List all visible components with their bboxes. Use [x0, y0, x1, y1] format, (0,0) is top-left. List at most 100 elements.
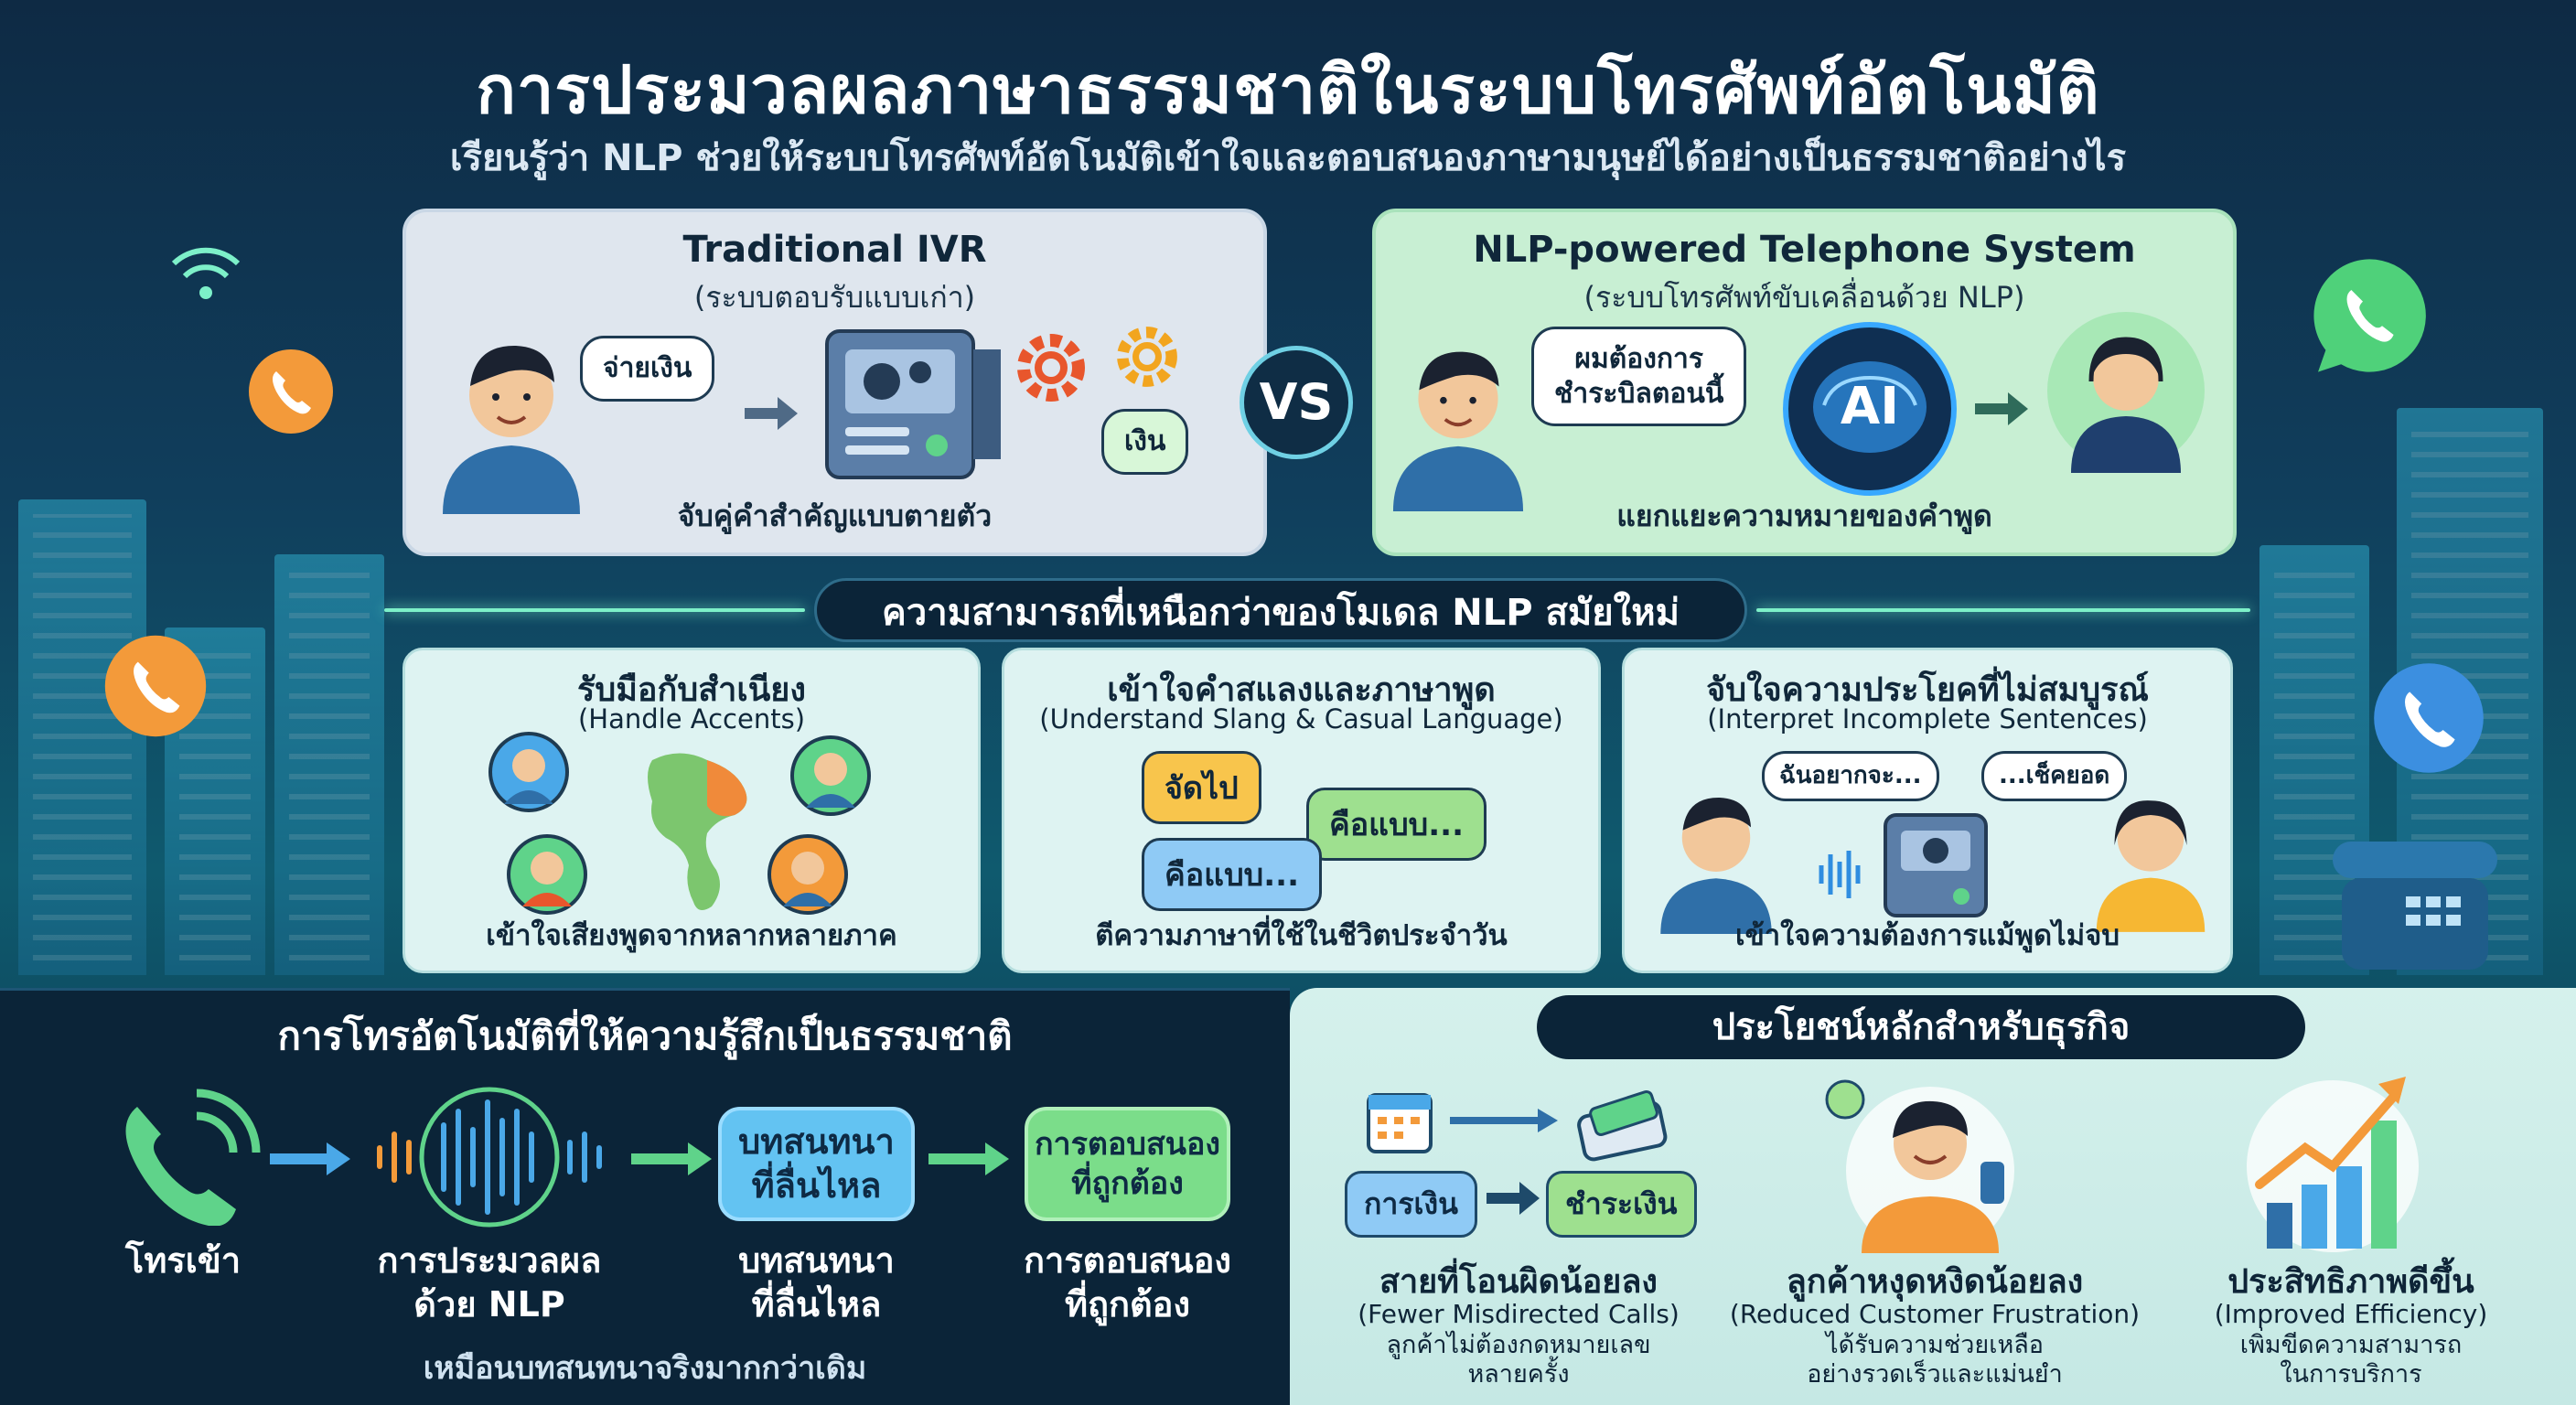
flow-title: การโทรอัตโนมัติที่ให้ความรู้สึกเป็นธรรมช… [277, 1014, 1013, 1058]
agent-headset-icon [2047, 312, 2205, 473]
slang-bubble: คือแบบ... [1142, 838, 1322, 911]
growth-chart-icon [2247, 1077, 2419, 1252]
desc-line: ได้รับความช่วยเหลือ [1825, 1331, 2045, 1359]
label-line: ด้วย NLP [413, 1283, 565, 1325]
incoming-call-icon [125, 1089, 261, 1226]
nlp-subtitle: (ระบบโทรศัพท์ขับเคลื่อนด้วย NLP) [1583, 280, 2025, 315]
arrow-right-icon [270, 1142, 350, 1175]
fluid-conversation-box: บทสนทนาที่ลื่นไหล [718, 1107, 915, 1221]
gear-icon [1017, 334, 1085, 402]
sound-wave-icon [1819, 851, 1861, 898]
ivr-machine-icon [825, 329, 1001, 479]
ability-subtitle: (Interpret Incomplete Sentences) [1707, 703, 2148, 735]
abilities-band-title: ความสามารถที่เหนือกว่าของโมเดล NLP สมัยใ… [814, 578, 1747, 642]
desc-line: ในการบริการ [2280, 1360, 2422, 1389]
person-icon [2096, 800, 2206, 932]
chat-phone-icon [2313, 259, 2426, 372]
wallet-icon [1577, 1089, 1668, 1162]
nlp-system-panel: NLP-powered Telephone System (ระบบโทรศัพ… [1372, 209, 2237, 556]
label-line: บทสนทนา [738, 1240, 895, 1281]
page-title: การประมวลผลภาษาธรรมชาติในระบบโทรศัพท์อัต… [476, 51, 2100, 128]
ivr-keyword-bubble: เงิน [1101, 409, 1189, 475]
calendar-icon [1367, 1093, 1433, 1153]
label-line: ที่ถูกต้อง [1064, 1283, 1191, 1325]
traditional-ivr-panel: Traditional IVR (ระบบตอบรับแบบเก่า) จ่าย… [402, 209, 1267, 556]
ivr-caption: จับคู่คำสำคัญแบบตายตัว [677, 499, 993, 533]
skyline-building [18, 499, 146, 975]
ability-card-slang: เข้าใจคำสแลงและภาษาพูด (Understand Slang… [1002, 648, 1601, 973]
label-line: ที่ลื่นไหล [751, 1283, 882, 1325]
ivr-title: Traditional IVR [682, 229, 987, 271]
phone-icon [104, 635, 207, 737]
glow-connector [384, 608, 805, 612]
arrow-right-icon [928, 1142, 1009, 1175]
nlp-speech-line1: ผมต้องการ [1574, 343, 1703, 375]
phone-icon [2374, 663, 2484, 773]
flow-footnote: เหมือนบทสนทนาจริงมากกว่าเดิม [423, 1350, 867, 1387]
box-line: ที่ลื่นไหล [751, 1164, 882, 1206]
desc-line: ลูกค้าไม่ต้องกดหมายเลข [1386, 1331, 1651, 1359]
benefit-title: ลูกค้าหงุดหงิดน้อยลง [1786, 1263, 2084, 1301]
box-line: ที่ถูกต้อง [1071, 1164, 1184, 1202]
misdirected-from-pill: การเงิน [1345, 1171, 1477, 1238]
ability-subtitle: (Understand Slang & Casual Language) [1039, 703, 1563, 735]
benefit-subtitle: (Fewer Misdirected Calls) [1358, 1299, 1680, 1329]
slang-bubble: คือแบบ... [1306, 788, 1487, 861]
vs-badge: VS [1240, 346, 1353, 459]
nlp-caption: แยกแยะความหมายของคำพูด [1616, 499, 1992, 533]
processor-icon [1884, 813, 1988, 917]
arrow-right-icon [1975, 392, 2028, 425]
ability-card-accents: รับมือกับสำเนียง (Handle Accents) เข้าใจ… [402, 648, 981, 973]
nlp-speech-bubble: ผมต้องการ ชำระบิลตอนนี้ [1531, 327, 1747, 426]
ability-caption: เข้าใจความต้องการแม้พูดไม่จบ [1734, 919, 2120, 952]
ivr-speech-bubble: จ่ายเงิน [580, 336, 715, 402]
avatar-icon [488, 732, 569, 812]
ai-brain-icon [1783, 322, 1957, 496]
flow-step-label: การประมวลผล ด้วย NLP [361, 1239, 617, 1326]
box-line: การตอบสนอง [1034, 1126, 1221, 1163]
benefit-desc: เพิ่มขีดความสามารถ ในการบริการ [2159, 1331, 2543, 1390]
ability-title: เข้าใจคำสแลงและภาษาพูด [1107, 671, 1496, 709]
ability-caption: ตีความภาษาที่ใช้ในชีวิตประจำวัน [1095, 919, 1508, 952]
benefit-subtitle: (Reduced Customer Frustration) [1729, 1299, 2141, 1329]
arrow-right-icon [1450, 1109, 1558, 1132]
benefit-subtitle: (Improved Efficiency) [2214, 1299, 2488, 1329]
incomplete-bubble-right: ...เช็คยอด [1981, 751, 2128, 801]
caller-person-icon [1392, 351, 1524, 511]
skyline-building [274, 554, 384, 975]
avatar-icon [790, 735, 871, 816]
ability-card-incomplete: จับใจความประโยคที่ไม่สมบูรณ์ (Interpret … [1622, 648, 2233, 973]
avatar-icon [767, 834, 848, 915]
desc-line: หลายครั้ง [1467, 1360, 1570, 1389]
gear-icon [1117, 327, 1177, 387]
nlp-title: NLP-powered Telephone System [1473, 229, 2136, 271]
benefit-title: ประสิทธิภาพดีขึ้น [2227, 1263, 2474, 1301]
benefit-desc: ลูกค้าไม่ต้องกดหมายเลข หลายครั้ง [1317, 1331, 1720, 1390]
label-line: การประมวลผล [377, 1240, 602, 1281]
arrow-right-icon [1487, 1182, 1540, 1215]
flow-step-label: บทสนทนา ที่ลื่นไหล [709, 1239, 924, 1326]
ability-title: จับใจความประโยคที่ไม่สมบูรณ์ [1706, 671, 2149, 709]
phone-icon [249, 349, 333, 434]
person-icon [1660, 798, 1772, 934]
arrow-right-icon [631, 1142, 712, 1175]
ability-title: รับมือกับสำเนียง [577, 671, 806, 709]
box-line: บทสนทนา [738, 1121, 895, 1162]
page-subtitle: เรียนรู้ว่า NLP ช่วยให้ระบบโทรศัพท์อัตโน… [449, 137, 2127, 179]
nlp-speech-line2: ชำระบิลตอนนี้ [1554, 377, 1724, 410]
accurate-response-box: การตอบสนองที่ถูกต้อง [1025, 1107, 1230, 1221]
wifi-icon [171, 247, 241, 299]
ivr-subtitle: (ระบบตอบรับแบบเก่า) [693, 280, 976, 315]
benefits-title: ประโยชน์หลักสำหรับธุรกิจ [1537, 995, 2305, 1059]
happy-customer-icon [1825, 1079, 2014, 1253]
arrow-right-icon [745, 397, 798, 430]
thailand-map-icon [648, 753, 747, 910]
glow-connector [1756, 608, 2250, 612]
caller-person-icon [443, 345, 580, 514]
desc-line: เพิ่มขีดความสามารถ [2239, 1331, 2463, 1359]
nlp-waveform-icon [377, 1087, 602, 1228]
slang-bubble: จัดไป [1142, 751, 1261, 824]
ai-label: AI [1840, 377, 1900, 436]
benefit-desc: ได้รับความช่วยเหลือ อย่างรวดเร็วและแม่นย… [1720, 1331, 2150, 1390]
desc-line: อย่างรวดเร็วและแม่นยำ [1807, 1360, 2063, 1389]
